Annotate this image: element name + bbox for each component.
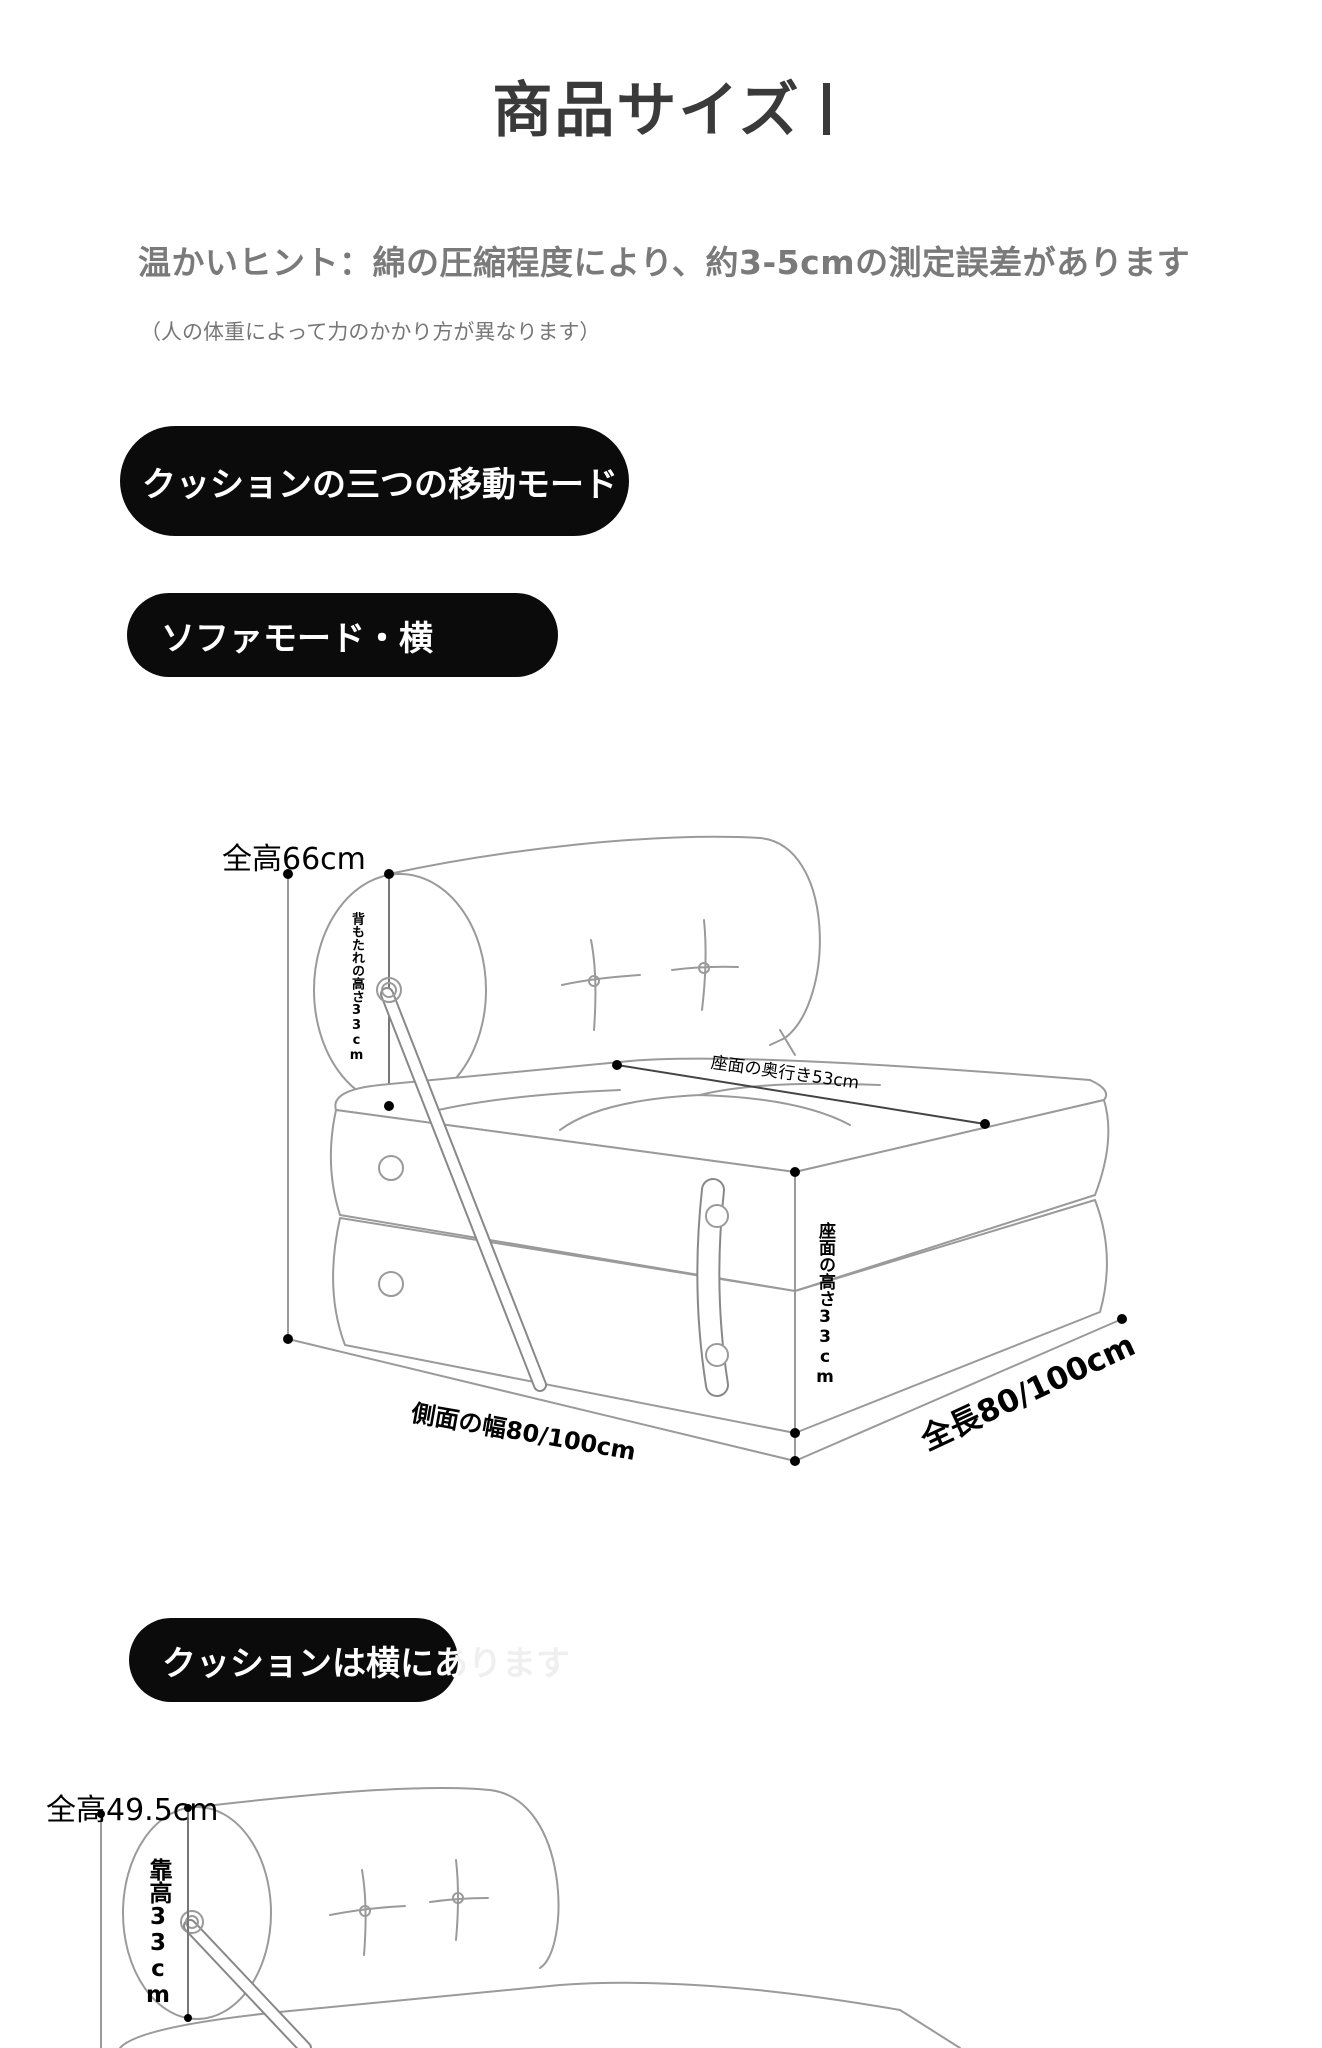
dimension-points (97, 869, 1127, 2022)
sofa-mode-heading: ソファモード・横 (127, 593, 558, 677)
title-text: 商品サイズ (492, 76, 801, 146)
measurement-hint-note: （人の体重によって力のかかり方が異なります） (140, 320, 601, 344)
modes-section-heading: クッションの三つの移動モード (120, 426, 629, 536)
back-height-label: 背もたれの高さ33cm (349, 912, 364, 1063)
tuft-buttons (561, 919, 739, 1031)
cushion-side-heading: クッションは横にあります (129, 1618, 570, 1702)
total-height-label-2: 全高49.5cm (46, 1793, 219, 1828)
measurement-hint: 温かいヒント：綿の圧縮程度により、約3-5cmの測定誤差があります (138, 243, 1191, 282)
total-height-label: 全高66cm (222, 842, 366, 877)
cushion-side-heading-text: クッションは横にあります (162, 1636, 570, 1685)
seat-height-label: 座面の高さ33cm (815, 1222, 835, 1387)
bolster-outline (388, 835, 821, 1046)
title-bar-decoration (822, 83, 830, 135)
page-title: 商品サイズ (0, 62, 1322, 149)
back-height-label-2: 靠高33cm (145, 1858, 171, 2008)
